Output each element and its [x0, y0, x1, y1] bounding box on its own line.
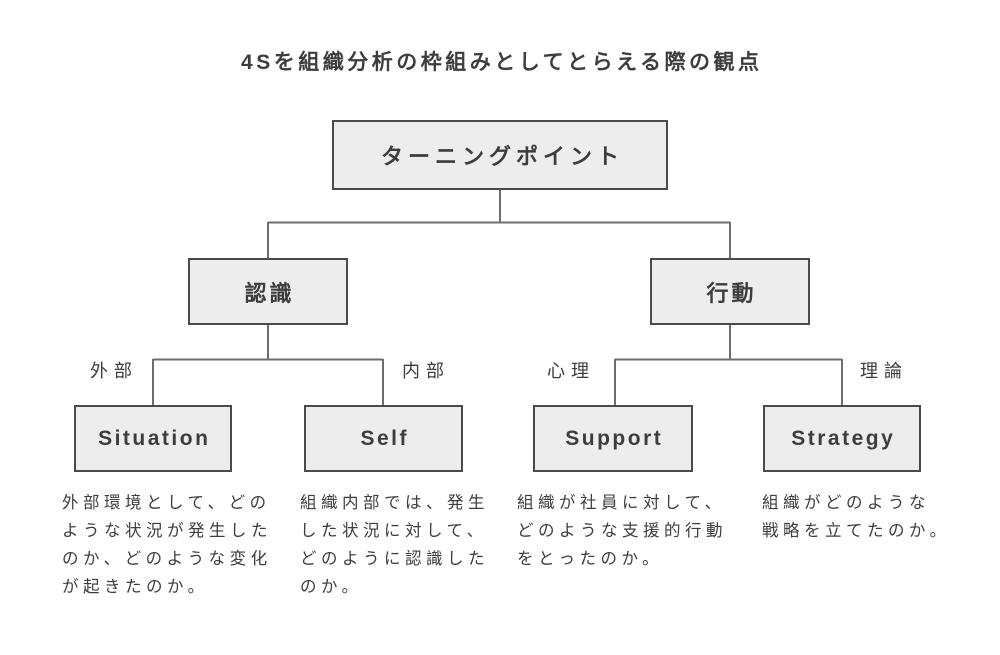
- branch-label-internal: 内部: [402, 361, 450, 381]
- node-action: 行動: [650, 258, 810, 325]
- connector-root-to-branches: [267, 190, 731, 258]
- branch-label-psychology: 心理: [547, 361, 595, 381]
- branch-label-theory: 理論: [860, 361, 908, 381]
- connector-recognition-to-leaves: [152, 325, 384, 405]
- node-strategy: Strategy: [763, 405, 921, 472]
- node-turning-point-label: ターニングポイント: [380, 144, 624, 169]
- node-recognition-label: 認識: [244, 280, 295, 306]
- description-situation: 外部環境として、どの ような状況が発生した のか、どのような変化 が起きたのか。: [62, 494, 272, 596]
- node-support-label: Support: [565, 426, 664, 450]
- node-strategy-label: Strategy: [791, 426, 896, 450]
- node-situation-label: Situation: [98, 426, 211, 450]
- description-self: 組織内部では、発生 した状況に対して、 どのように認識した のか。: [300, 494, 489, 596]
- node-action-label: 行動: [706, 280, 757, 306]
- node-recognition: 認識: [188, 258, 348, 325]
- connector-action-to-leaves: [614, 325, 843, 405]
- description-strategy: 組織がどのような 戦略を立てたのか。: [762, 494, 951, 540]
- node-self-label: Self: [360, 426, 409, 450]
- node-support: Support: [533, 405, 693, 472]
- node-situation: Situation: [74, 405, 232, 472]
- branch-label-external: 外部: [90, 361, 138, 381]
- page-title: 4Sを組織分析の枠組みとしてとらえる際の観点: [241, 51, 763, 74]
- node-self: Self: [304, 405, 463, 472]
- node-turning-point: ターニングポイント: [332, 120, 668, 190]
- description-support: 組織が社員に対して、 どのような支援的行動 をとったのか。: [517, 494, 727, 568]
